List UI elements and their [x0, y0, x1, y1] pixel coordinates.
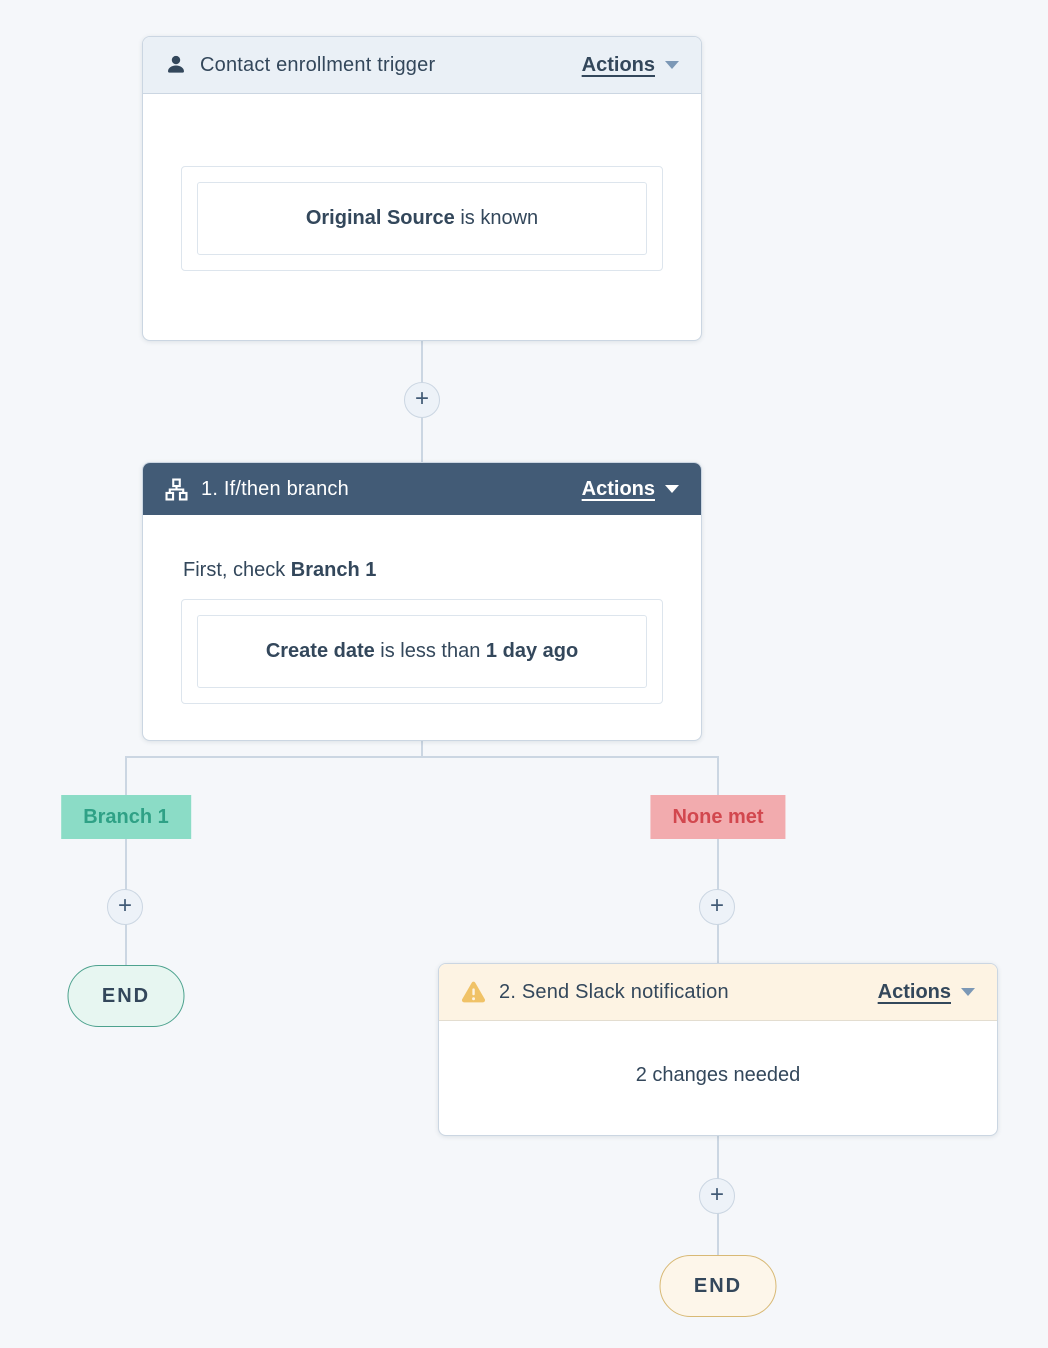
- caret-down-icon: [665, 61, 679, 69]
- trigger-actions-label: Actions: [581, 53, 655, 76]
- branch-card-title: 1. If/then branch: [201, 477, 349, 500]
- connector-line: [717, 756, 719, 795]
- branch-intro-text: First, check Branch 1: [183, 559, 376, 582]
- condition-property: Create date: [265, 640, 375, 662]
- condition-operator: is less than: [374, 640, 486, 662]
- add-action-button[interactable]: +: [699, 889, 735, 925]
- slack-actions-dropdown[interactable]: Actions: [878, 981, 975, 1004]
- branch-actions-dropdown[interactable]: Actions: [582, 478, 679, 501]
- end-terminal: END: [659, 1255, 777, 1317]
- user-icon: [165, 54, 187, 76]
- condition-operator: is known: [454, 207, 539, 229]
- slack-actions-label: Actions: [877, 980, 951, 1003]
- slack-card-header: 2. Send Slack notification Actions: [439, 964, 997, 1021]
- warning-icon: [461, 981, 486, 1004]
- sitemap-icon: [165, 477, 188, 501]
- branch-1-label: Branch 1: [61, 795, 191, 839]
- trigger-card-header: Contact enrollment trigger Actions: [143, 37, 701, 94]
- send-slack-notification-card[interactable]: 2. Send Slack notification Actions 2 cha…: [438, 963, 998, 1136]
- caret-down-icon: [665, 485, 679, 493]
- condition-property: Original Source: [305, 207, 455, 229]
- slack-card-title: 2. Send Slack notification: [499, 980, 729, 1003]
- branch-intro-name: Branch 1: [290, 559, 377, 581]
- trigger-actions-dropdown[interactable]: Actions: [582, 54, 679, 77]
- trigger-condition-group: Original Source is known: [181, 166, 663, 271]
- condition-value: 1 day ago: [485, 640, 579, 662]
- changes-needed-status: 2 changes needed: [635, 1064, 801, 1086]
- connector-line: [125, 756, 718, 758]
- if-then-branch-card[interactable]: 1. If/then branch Actions First, check B…: [142, 462, 702, 741]
- contact-enrollment-trigger-card[interactable]: Contact enrollment trigger Actions Origi…: [142, 36, 702, 341]
- end-terminal: END: [67, 965, 185, 1027]
- none-met-label: None met: [650, 795, 786, 839]
- branch-intro-prefix: First, check: [183, 559, 291, 581]
- branch-card-header: 1. If/then branch Actions: [143, 463, 701, 515]
- trigger-condition: Original Source is known: [197, 182, 647, 255]
- branch-actions-label: Actions: [581, 477, 655, 500]
- add-action-button[interactable]: +: [404, 382, 440, 418]
- connector-line: [421, 741, 423, 758]
- add-action-button[interactable]: +: [699, 1178, 735, 1214]
- branch-condition: Create date is less than 1 day ago: [197, 615, 647, 688]
- caret-down-icon: [961, 988, 975, 996]
- add-action-button[interactable]: +: [107, 889, 143, 925]
- branch-condition-group: Create date is less than 1 day ago: [181, 599, 663, 704]
- connector-line: [125, 756, 127, 795]
- trigger-card-title: Contact enrollment trigger: [200, 53, 436, 76]
